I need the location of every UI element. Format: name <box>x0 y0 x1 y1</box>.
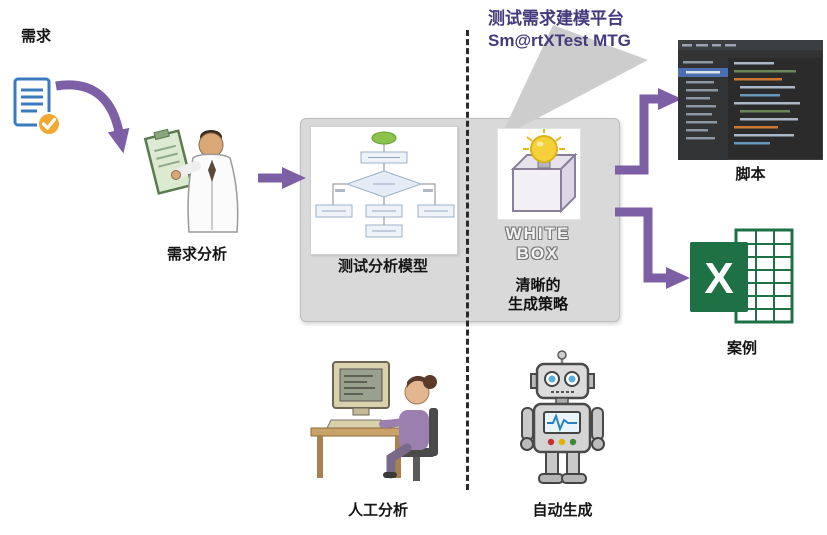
manual-analysis-illustration <box>310 361 438 481</box>
document-check-icon <box>13 77 61 136</box>
excel-cover <box>690 242 748 312</box>
manual-auto-divider-line <box>466 30 469 490</box>
hair-bun <box>423 375 437 389</box>
speech-tail-shape <box>500 25 648 138</box>
cases-label: 案例 <box>726 340 757 357</box>
whitebox-line2: BOX <box>516 244 560 263</box>
strategy-line2: 生成策略 <box>507 296 568 313</box>
requirements-analysis-label: 需求分析 <box>166 246 227 263</box>
excel-icon: X <box>690 228 794 324</box>
robot-arm-left <box>521 407 534 441</box>
chair-back <box>429 408 438 456</box>
woman-torso <box>399 410 429 450</box>
whitebox-text: WHITE BOX <box>495 224 581 264</box>
script-editor-screenshot <box>678 40 823 160</box>
strategy-text: 清晰的 生成策略 <box>495 276 581 314</box>
whitebox-illustration <box>497 128 581 220</box>
keyboard <box>326 419 388 429</box>
robot-arm-right <box>591 407 604 441</box>
script-label: 脚本 <box>735 166 766 183</box>
waveform <box>547 413 577 432</box>
clipboard-icon <box>143 129 194 195</box>
manual-analysis-label: 人工分析 <box>347 502 408 519</box>
antenna-ball <box>557 350 567 360</box>
cube-side <box>560 152 576 214</box>
flowchart-icon <box>315 131 455 238</box>
arrow-platform-to-script <box>615 88 682 175</box>
test-analysis-model-panel <box>310 126 458 255</box>
robot-illustration <box>520 350 605 484</box>
strategy-line1: 清晰的 <box>515 277 561 294</box>
speech-bubble-tail <box>500 25 648 138</box>
white-coat <box>187 153 239 233</box>
whitebox-line1: WHITE <box>505 224 571 243</box>
excel-letter: X <box>704 254 733 303</box>
auto-generation-label: 自动生成 <box>532 502 593 519</box>
platform-subtitle: Sm@rtXTest MTG <box>488 31 631 50</box>
test-analysis-model-label: 测试分析模型 <box>337 258 428 275</box>
check-icon <box>41 117 57 131</box>
lightbulb-cube-icon <box>510 129 578 214</box>
analyst-illustration <box>143 128 239 233</box>
platform-title-block: 测试需求建模平台 Sm@rtXTest MTG <box>488 8 631 52</box>
requirements-label: 需求 <box>20 28 51 45</box>
arrow-platform-to-cases <box>615 207 690 289</box>
platform-title: 测试需求建模平台 <box>488 9 624 28</box>
arrow-requirements-to-analyst <box>55 80 130 154</box>
